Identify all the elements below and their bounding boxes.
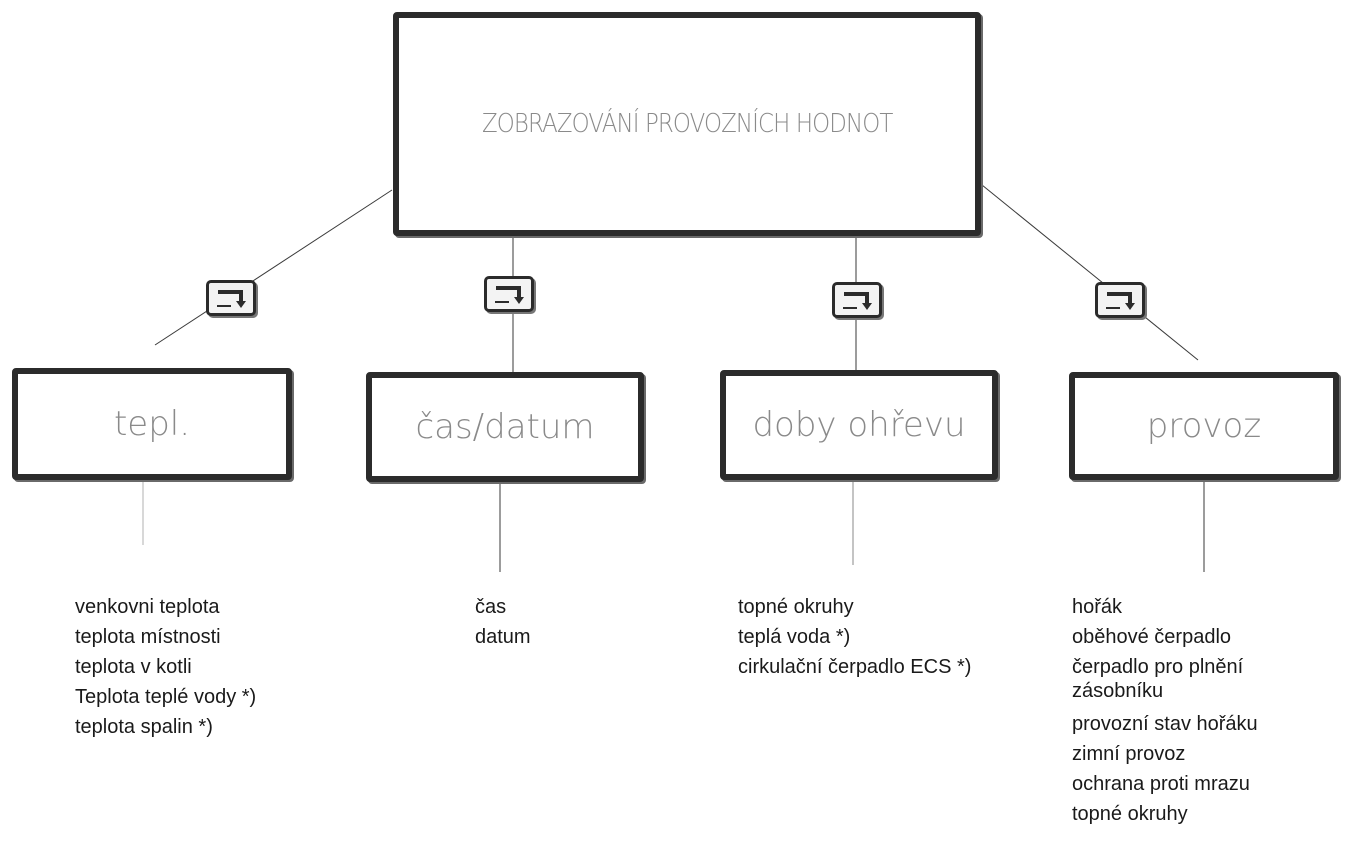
category-label: provoz xyxy=(1146,406,1262,446)
list-item: topné okruhy xyxy=(1072,803,1188,825)
list-item: topné okruhy xyxy=(738,596,854,618)
category-box-doby-ohrevu: doby ohřevu xyxy=(720,370,998,480)
list-item: čerpadlo pro plnění zásobníku xyxy=(1072,656,1244,702)
list-item: venkovni teplota xyxy=(75,596,220,618)
enter-key-icon xyxy=(1095,282,1145,318)
category-box-tepl: tepl. xyxy=(12,368,292,480)
list-item: teplota v kotli xyxy=(75,656,192,678)
list-item: teplota místnosti xyxy=(75,626,221,648)
category-box-provoz: provoz xyxy=(1069,372,1339,480)
list-item: ochrana proti mrazu xyxy=(1072,773,1250,795)
enter-key-icon xyxy=(832,282,882,318)
list-item: cirkulační čerpadlo ECS *) xyxy=(738,656,972,678)
list-item: oběhové čerpadlo xyxy=(1072,626,1232,648)
list-cas-datum: čas datum xyxy=(475,592,531,652)
category-box-cas-datum: čas/datum xyxy=(366,372,644,482)
list-item: teplá voda *) xyxy=(738,626,851,648)
enter-key-icon xyxy=(484,276,534,312)
list-item: zimní provoz xyxy=(1072,743,1186,765)
list-tepl: venkovni teplota teplota místnosti teplo… xyxy=(75,592,256,742)
list-item: datum xyxy=(475,626,531,648)
list-provoz: hořák oběhové čerpadlo čerpadlo pro plně… xyxy=(1072,592,1302,829)
enter-key-icon xyxy=(206,280,256,316)
category-label: tepl. xyxy=(113,404,191,444)
list-item: hořák xyxy=(1072,596,1123,618)
category-label: doby ohřevu xyxy=(752,405,966,445)
list-doby-ohrevu: topné okruhy teplá voda *) cirkulační če… xyxy=(738,592,971,682)
list-item: teplota spalin *) xyxy=(75,716,213,738)
list-item: Teplota teplé vody *) xyxy=(75,686,257,708)
category-label: čas/datum xyxy=(415,407,595,447)
main-display-label: ZOBRAZOVÁNÍ PROVOZNÍCH HODNOT xyxy=(481,109,893,139)
list-item: čas xyxy=(475,596,507,618)
main-display-box: ZOBRAZOVÁNÍ PROVOZNÍCH HODNOT xyxy=(393,12,981,236)
list-item: provozní stav hořáku xyxy=(1072,713,1258,735)
